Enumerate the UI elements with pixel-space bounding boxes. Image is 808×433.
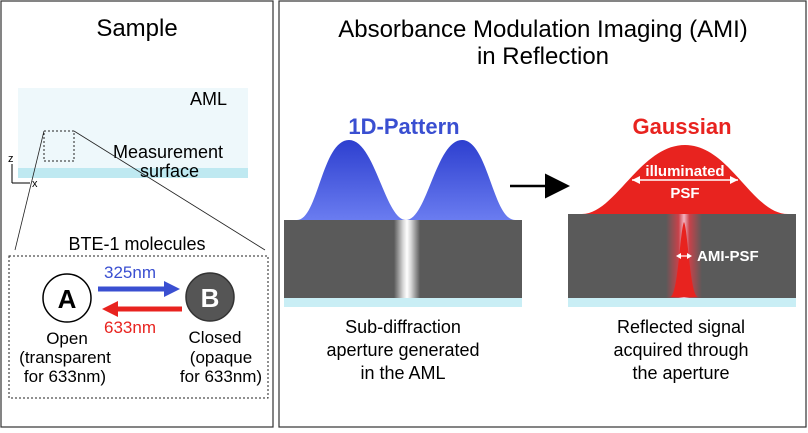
- measurement-label-line2: surface: [140, 161, 199, 181]
- molecules-title: BTE-1 molecules: [68, 234, 205, 254]
- psf-arrow-left: [632, 176, 640, 184]
- sub-diffraction-aperture: [394, 220, 420, 298]
- gaussian-label: Gaussian: [632, 114, 731, 139]
- state-b-name: Closed: [189, 328, 242, 347]
- substrate-left: [284, 298, 522, 307]
- pattern-intensity-profile: [297, 140, 515, 220]
- ami-psf-arrow-left: [676, 253, 681, 259]
- zoom-line-right: [73, 130, 266, 251]
- illuminated-psf-line2: PSF: [670, 185, 699, 202]
- pattern-label: 1D-Pattern: [348, 114, 459, 139]
- state-b-circle: [185, 272, 235, 322]
- substrate-right: [568, 298, 796, 307]
- zoom-line-left: [14, 130, 45, 251]
- caption-right-line3: the aperture: [632, 363, 729, 383]
- zoom-box: [43, 130, 75, 162]
- x-axis-label: x: [32, 178, 38, 190]
- state-a-desc-line2: for 633nm): [24, 367, 106, 386]
- reverse-wavelength-label: 633nm: [104, 318, 156, 337]
- state-b-desc-line2: for 633nm): [180, 367, 262, 386]
- caption-left-line3: in the AML: [360, 363, 445, 383]
- caption-right-line1: Reflected signal: [617, 317, 745, 337]
- aml-label: AML: [190, 89, 227, 109]
- caption-left-line2: aperture generated: [326, 340, 479, 360]
- caption-left-line1: Sub-diffraction: [345, 317, 461, 337]
- measurement-label-line1: Measurement: [113, 142, 223, 162]
- reverse-arrow-head: [102, 301, 118, 317]
- state-a-letter: A: [58, 284, 77, 314]
- ami-psf-peak: [670, 222, 698, 297]
- state-b-letter: B: [201, 283, 220, 313]
- forward-arrow-head: [164, 281, 180, 297]
- state-a-name: Open: [46, 329, 88, 348]
- measurement-surface-layer: [18, 168, 248, 178]
- state-b-desc-line1: (opaque: [190, 348, 252, 367]
- left-panel-frame: [0, 0, 274, 428]
- ami-psf-arrow-right: [687, 253, 692, 259]
- state-a-circle: [42, 273, 92, 323]
- psf-arrow-right: [730, 176, 738, 184]
- ami-title-line2: in Reflection: [477, 43, 609, 70]
- molecules-box: [8, 255, 269, 399]
- caption-right-line2: acquired through: [613, 340, 748, 360]
- sample-title: Sample: [96, 15, 177, 42]
- forward-wavelength-label: 325nm: [104, 263, 156, 282]
- state-a-desc-line1: (transparent: [19, 348, 111, 367]
- ami-title-line1: Absorbance Modulation Imaging (AMI): [338, 16, 748, 43]
- aml-layer: [18, 88, 248, 168]
- ami-psf-label: AMI-PSF: [697, 248, 759, 265]
- illuminated-psf-line1: illuminated: [645, 163, 724, 180]
- right-panel-frame: [278, 0, 807, 428]
- z-axis-label: z: [8, 153, 14, 165]
